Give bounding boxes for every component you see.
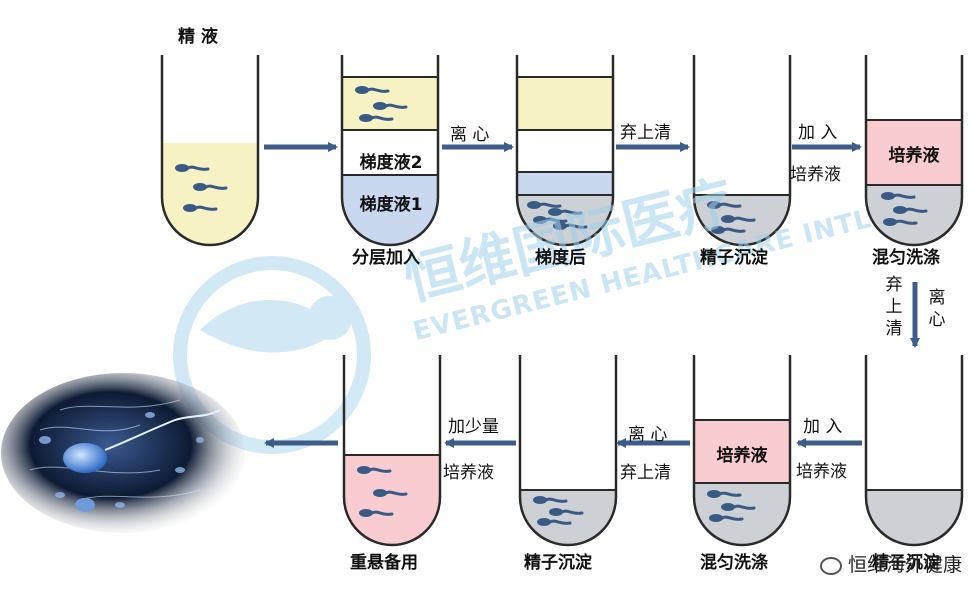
sperm-icon <box>721 503 756 511</box>
step-medium-3: 培养液 <box>443 463 494 483</box>
step-medium-1: 培养液 <box>790 165 841 185</box>
sperm-icon <box>709 514 744 522</box>
tube2-label: 分层加入 <box>352 248 420 268</box>
sperm-icon <box>553 222 588 230</box>
tube-outline <box>515 55 615 247</box>
sperm-icon <box>711 226 746 234</box>
sperm-icon <box>357 466 392 474</box>
tube4-label: 精子沉淀 <box>700 248 768 268</box>
medium-layer <box>694 420 790 483</box>
tube-wash <box>864 55 964 247</box>
gradient1-layer <box>342 175 438 245</box>
sperm-icon <box>893 206 928 214</box>
tube6-label: 精子沉淀 <box>872 553 940 573</box>
tube5-label: 混匀洗涤 <box>872 248 940 268</box>
tube-semen <box>160 55 260 247</box>
step-discard-1: 弃上清 <box>620 123 671 143</box>
medium-label-bottom: 培养液 <box>716 446 768 466</box>
step-centrifuge-vertical: 离 心 <box>928 288 946 330</box>
tube-outline <box>518 355 618 547</box>
gradient1-layer <box>517 172 613 195</box>
step-centrifuge-2: 离 心 <box>628 425 668 445</box>
tube9-label: 重悬备用 <box>350 553 418 573</box>
semen-layer <box>342 77 438 130</box>
tube-outline <box>160 55 260 247</box>
sperm-micrograph <box>1 373 245 533</box>
sperm-icon <box>359 509 394 517</box>
sperm-icon <box>707 201 742 209</box>
tube-layered <box>340 55 440 247</box>
gradient1-label: 梯度液1 <box>359 195 423 215</box>
wechat-brand: 恒维海外健康 <box>819 550 962 577</box>
tube-post-gradient <box>515 55 615 247</box>
tube-pellet <box>692 55 792 247</box>
sperm-icon <box>533 496 568 504</box>
tube-wash <box>692 355 792 547</box>
sperm-icon <box>355 86 390 94</box>
tube-outline <box>692 355 792 547</box>
brand-text: 恒维海外健康 <box>847 554 962 576</box>
pellet-layer <box>866 185 962 245</box>
sperm-icon <box>175 164 210 172</box>
wechat-icon <box>819 556 842 575</box>
tube-outline <box>340 55 440 247</box>
semen-layer <box>517 77 613 130</box>
tube-outline <box>342 355 442 547</box>
step-medium-2: 培养液 <box>796 462 847 482</box>
semen-title: 精 液 <box>178 27 218 47</box>
sperm-icon <box>881 192 916 200</box>
tube7-label: 混匀洗涤 <box>700 553 768 573</box>
sperm-icon <box>533 216 568 224</box>
medium-layer <box>344 455 440 545</box>
sperm-icon <box>883 218 918 226</box>
sperm-icon <box>549 508 584 516</box>
sperm-icon <box>183 204 218 212</box>
tube-outline <box>692 55 792 247</box>
gradient2-label: 梯度液2 <box>359 153 423 173</box>
pellet-layer <box>694 483 790 545</box>
step-centrifuge-1: 离 心 <box>450 125 490 145</box>
sperm-icon <box>359 114 394 122</box>
tube-outline <box>864 355 964 547</box>
sperm-icon <box>373 489 408 497</box>
step-add-2: 加 入 <box>803 417 843 437</box>
tube3-label: 梯度后 <box>535 248 586 268</box>
tube-pellet <box>864 355 964 547</box>
sperm-icon <box>548 208 583 216</box>
tube-outline <box>864 55 964 247</box>
sperm-icon <box>193 183 228 191</box>
medium-layer <box>866 120 962 185</box>
gradient2-layer <box>342 130 438 175</box>
pellet-layer <box>866 490 962 545</box>
sperm-icon <box>721 215 756 223</box>
sperm-icon <box>527 201 562 209</box>
step-discard-2: 弃上清 <box>620 463 671 483</box>
step-add-little: 加少量 <box>448 417 499 437</box>
step-discard-vertical: 弃上清 <box>885 275 903 339</box>
sperm-icon <box>707 490 742 498</box>
tube8-label: 精子沉淀 <box>524 553 592 573</box>
tube-resuspend <box>342 355 442 547</box>
gradient2-layer <box>517 130 613 172</box>
tube-pellet <box>518 355 618 547</box>
sperm-icon <box>537 518 572 526</box>
pellet-layer <box>520 490 616 545</box>
step-add-1: 加 入 <box>798 123 838 143</box>
sperm-icon <box>373 102 408 110</box>
medium-label-top: 培养液 <box>888 146 940 166</box>
